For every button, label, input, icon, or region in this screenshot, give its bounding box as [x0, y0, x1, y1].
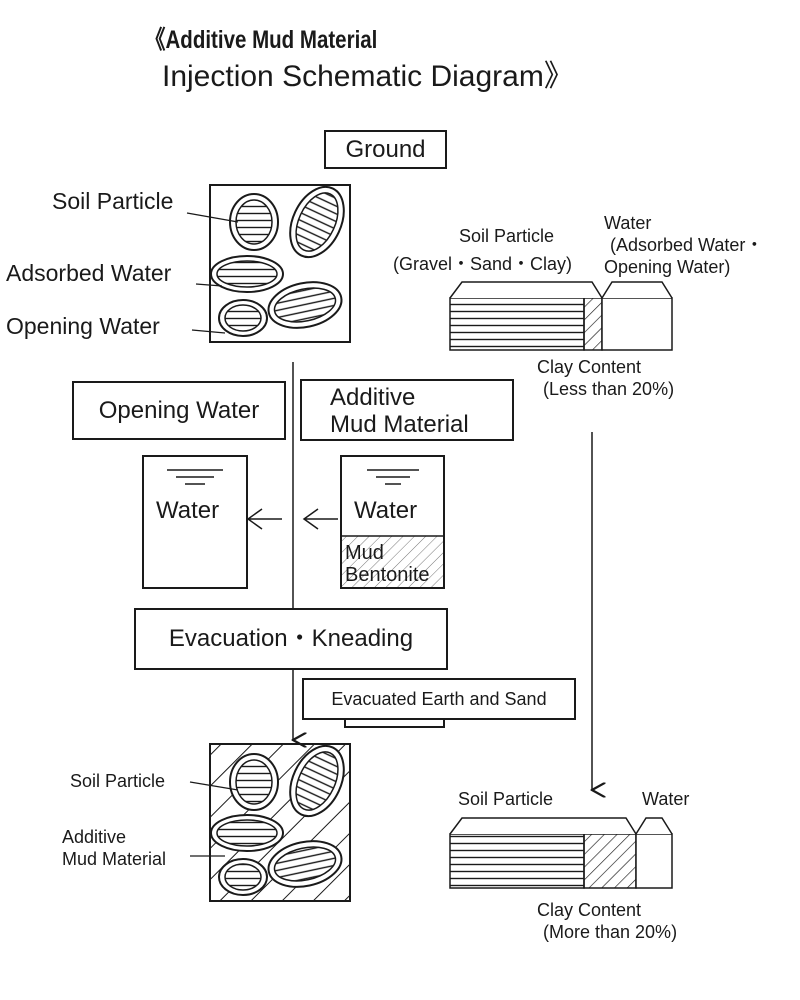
- ground-box: Ground: [324, 130, 447, 169]
- evacuated-earth-label: Evacuated Earth and Sand: [331, 688, 547, 709]
- before-clay-content-label: Clay Content: [537, 357, 642, 377]
- leader-result-soil-particle: [189, 781, 239, 791]
- additive-mud-box: Additive Mud Material: [300, 379, 514, 441]
- before-water-label: Water: [604, 213, 652, 233]
- arrow-from-mud-tank: [302, 508, 338, 530]
- before-water-types-1: (Adsorbed Water・: [610, 235, 764, 255]
- ground-label: Ground: [345, 135, 426, 163]
- additive-mud-box-line1: Additive: [330, 384, 416, 411]
- ground-soil-square: [209, 184, 351, 343]
- arrow-to-opening-water: [246, 508, 282, 530]
- right-tank-water-label: Water: [354, 497, 418, 524]
- mud-label: Mud: [345, 542, 384, 564]
- evacuation-kneading-box: Evacuation・Kneading: [134, 608, 448, 670]
- mixed-soil-square: [209, 743, 351, 902]
- before-clay-condition: (Less than 20%): [543, 379, 675, 399]
- after-clay-condition: (More than 20%): [543, 922, 678, 942]
- evacuated-earth-box: Evacuated Earth and Sand: [302, 678, 576, 720]
- evacuation-kneading-label: Evacuation・Kneading: [168, 625, 414, 653]
- title-line-1: 《Additive Mud Material: [145, 26, 378, 54]
- result-additive-line2: Mud Material: [62, 849, 167, 869]
- label-adsorbed-water: Adsorbed Water: [6, 260, 172, 286]
- after-water-label: Water: [642, 789, 690, 809]
- leader-opening-water: [191, 329, 226, 334]
- after-soil-particle-label: Soil Particle: [458, 789, 554, 809]
- composition-block-after: [449, 817, 673, 889]
- before-soil-particle-label: Soil Particle: [459, 226, 555, 246]
- title-line-2: Injection Schematic Diagram》: [162, 60, 574, 93]
- after-clay-content-label: Clay Content: [537, 900, 642, 920]
- before-water-types-2: Opening Water): [604, 257, 731, 277]
- left-tank-water-label: Water: [156, 497, 220, 524]
- additive-mud-box-line2: Mud Material: [330, 411, 469, 438]
- leader-adsorbed-water: [195, 283, 223, 287]
- result-soil-particle-label: Soil Particle: [70, 771, 166, 791]
- label-opening-water: Opening Water: [6, 313, 160, 339]
- opening-water-box: Opening Water: [72, 381, 286, 440]
- composition-block-before: [449, 281, 673, 351]
- before-soil-types-label: (Gravel・Sand・Clay): [393, 254, 573, 274]
- leader-soil-particle: [186, 212, 239, 223]
- opening-water-tank: [142, 455, 248, 589]
- bentonite-label: Bentonite: [345, 564, 430, 586]
- opening-water-box-label: Opening Water: [98, 396, 260, 424]
- mud-material-tank: [340, 455, 445, 589]
- result-additive-line1: Additive: [62, 827, 127, 847]
- label-soil-particle: Soil Particle: [52, 188, 174, 214]
